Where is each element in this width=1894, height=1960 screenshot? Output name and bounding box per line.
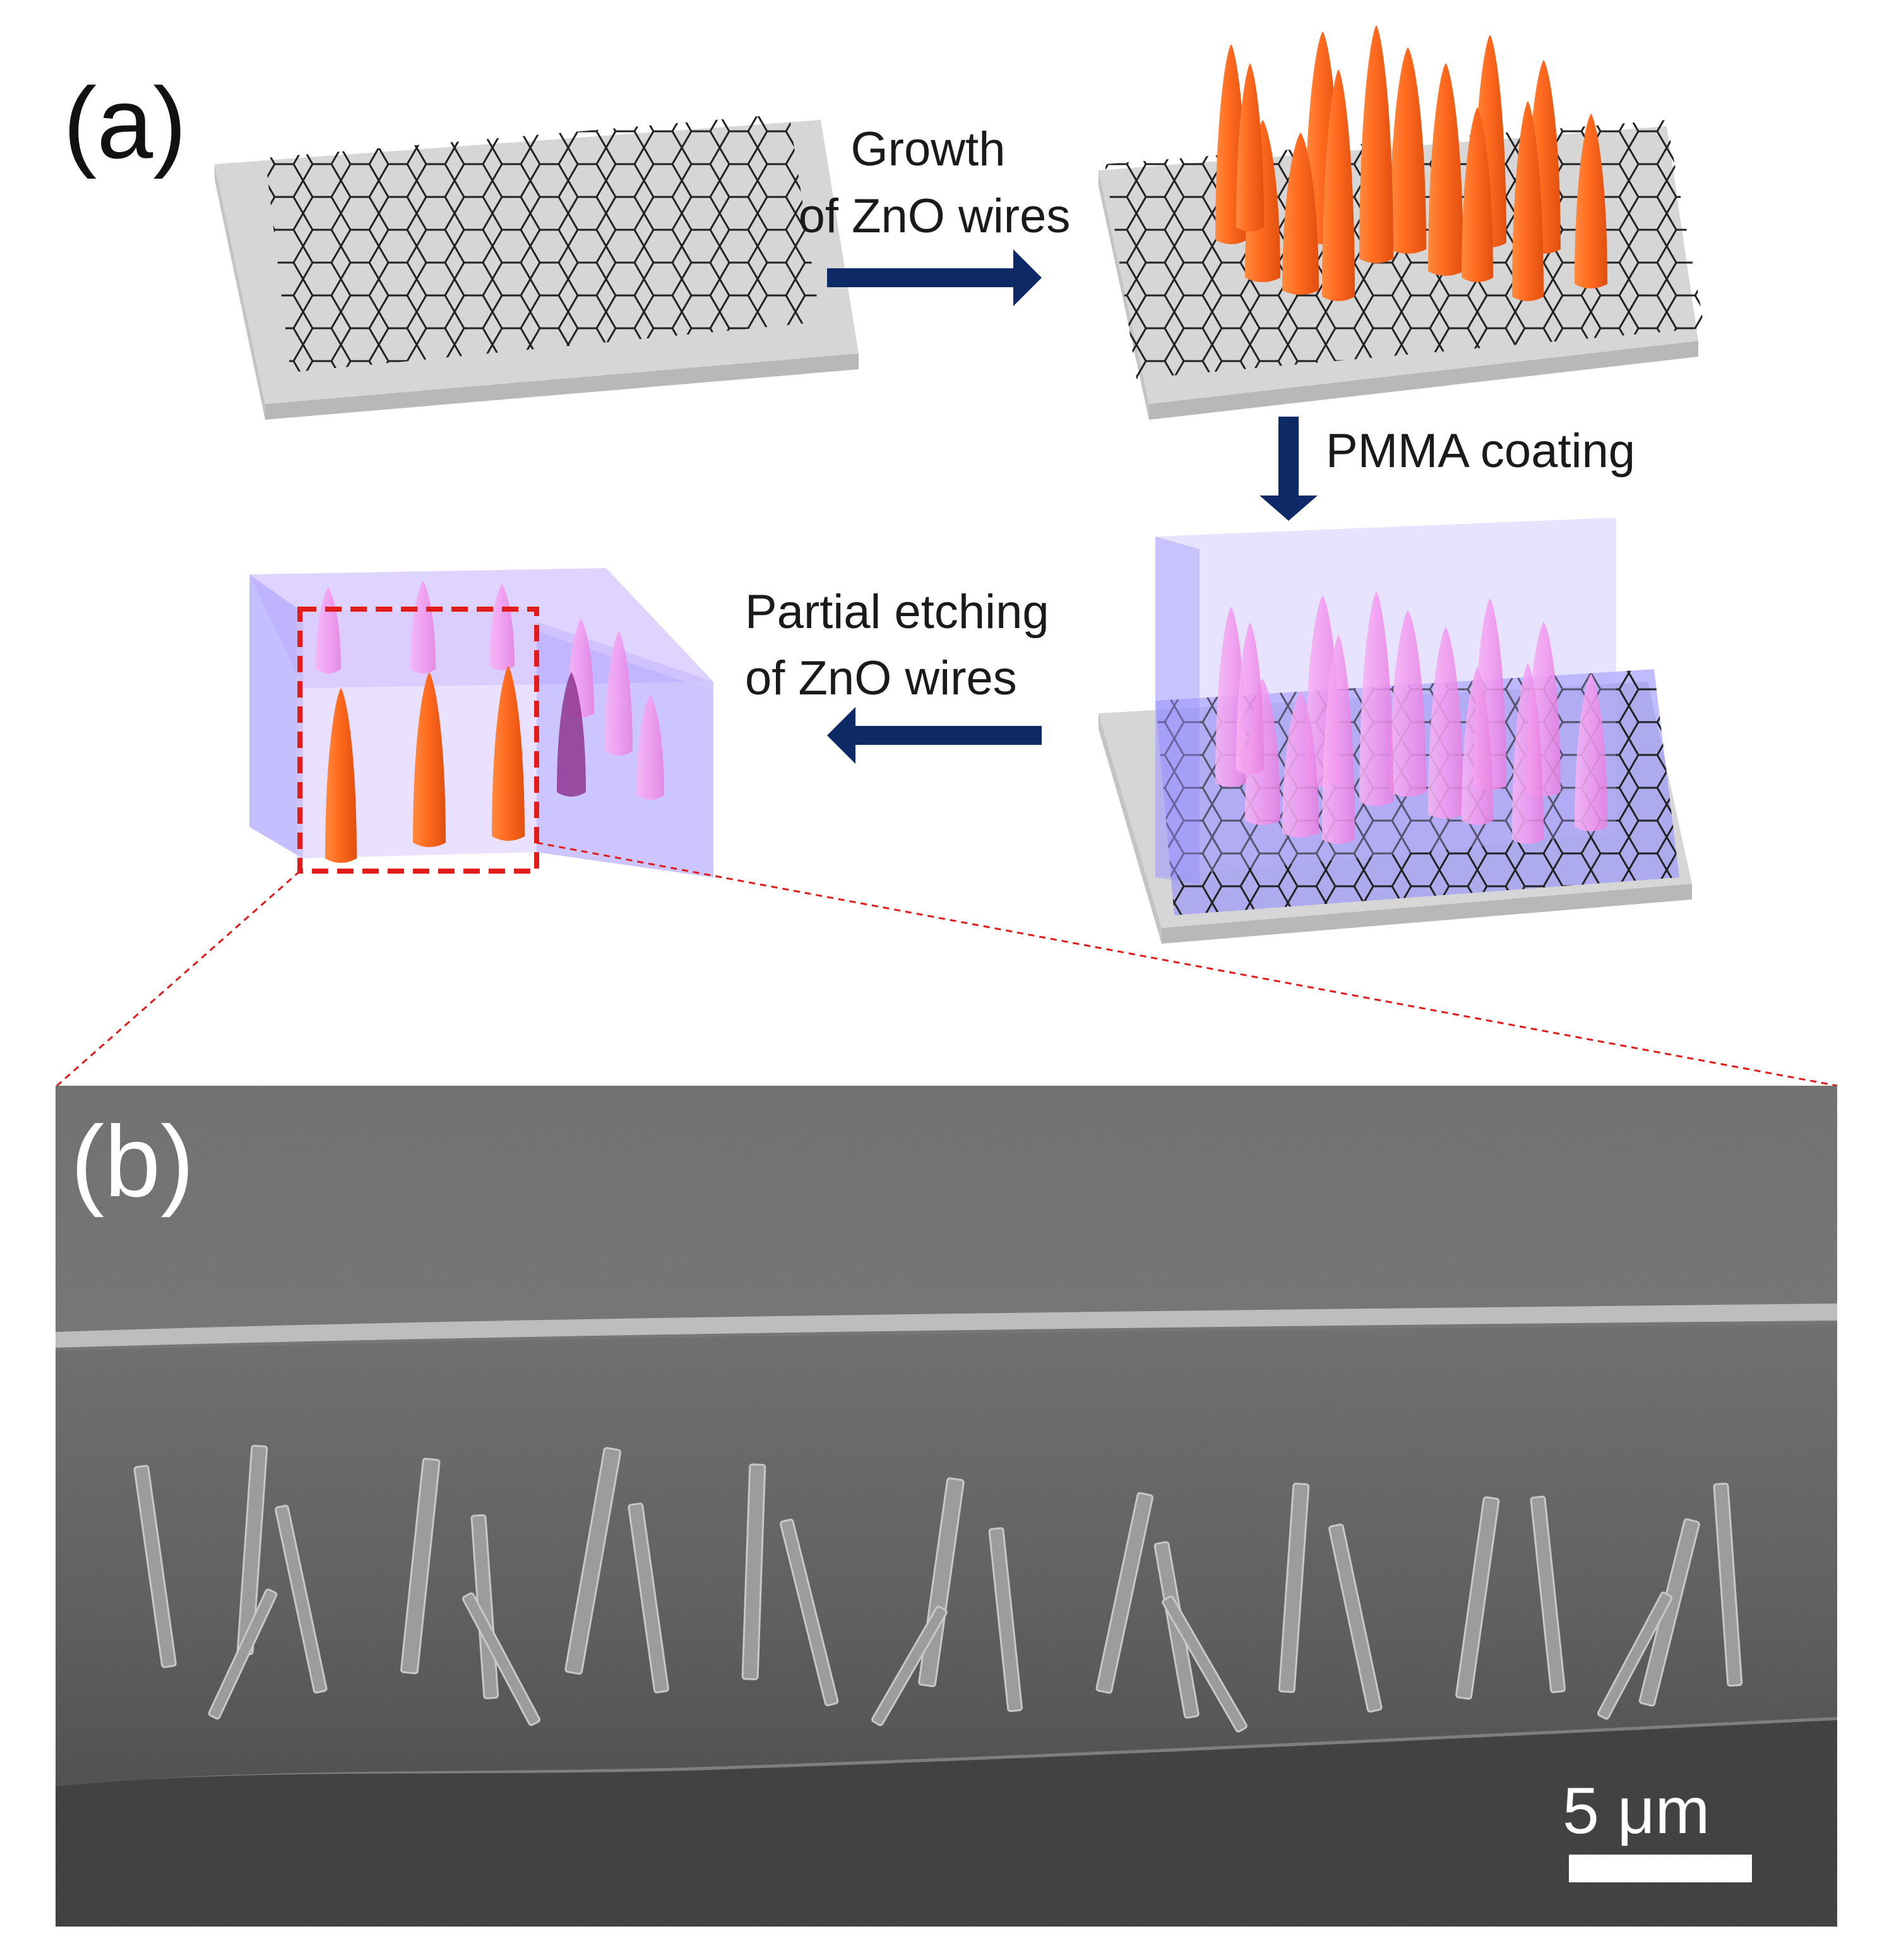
zno-wire: [492, 666, 525, 841]
pmma-wire: [1390, 610, 1426, 797]
step-etch-line2: of ZnO wires: [745, 651, 1017, 705]
panel-a-label: (a): [63, 66, 187, 179]
step-pmma: PMMA coating: [1326, 424, 1635, 478]
step-growth-line1: Growth: [851, 122, 1006, 176]
pmma-wire: [489, 584, 515, 670]
pmma-wire: [605, 631, 633, 756]
pmma-wire: [1428, 627, 1463, 819]
highlight-box: [297, 607, 539, 874]
pmma-wire: [1575, 674, 1607, 831]
pmma-wire: [636, 694, 664, 800]
substrate-bare: [215, 114, 859, 420]
pmma-wire: [1322, 635, 1355, 844]
panel-b-label: (b): [71, 1105, 194, 1218]
zno-wire: [1462, 107, 1493, 282]
zno-wire: [1359, 25, 1393, 263]
pmma-wire-shadow: [557, 672, 586, 797]
arrow-etching: [827, 707, 1042, 764]
pmma-wire: [1462, 667, 1493, 825]
step-etch-line1: Partial etching: [745, 585, 1049, 639]
pmma-wire: [1236, 622, 1264, 775]
zno-wire: [1428, 63, 1463, 276]
zno-wire: [1512, 101, 1544, 301]
zno-wire-array: [1215, 25, 1607, 301]
arrow-growth: [827, 249, 1042, 306]
scale-bar-label: 5 μm: [1563, 1774, 1710, 1848]
zno-wire: [413, 672, 446, 847]
arrow-pmma: [1260, 417, 1318, 521]
pmma-wire: [1512, 663, 1544, 844]
pmma-wire: [410, 581, 436, 674]
pmma-wire: [1282, 691, 1319, 838]
zno-wire: [1322, 69, 1355, 301]
sem-micrograph: [56, 1086, 1837, 1927]
step-growth-line2: of ZnO wires: [799, 189, 1071, 243]
zoom-line-left: [56, 870, 301, 1087]
zno-wire: [1390, 47, 1426, 254]
zno-wire: [1575, 114, 1607, 288]
zoom-line-right: [536, 841, 1838, 1087]
zno-wire: [325, 688, 357, 863]
pmma-wire: [1359, 591, 1393, 806]
scale-bar: [1569, 1855, 1752, 1882]
pmma-embedded-wire-array: [1215, 591, 1607, 844]
zno-wire: [1236, 63, 1264, 232]
zno-wire: [1282, 133, 1319, 295]
